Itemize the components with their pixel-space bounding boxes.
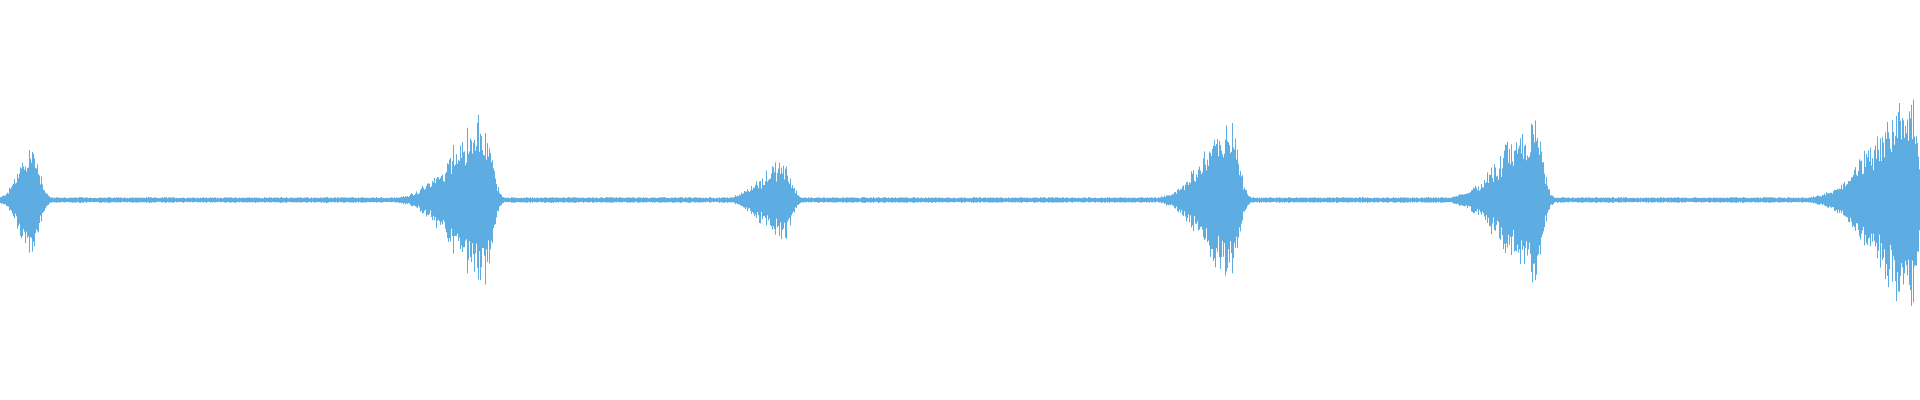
waveform-signal [0, 99, 1920, 306]
waveform-track [0, 99, 1920, 306]
